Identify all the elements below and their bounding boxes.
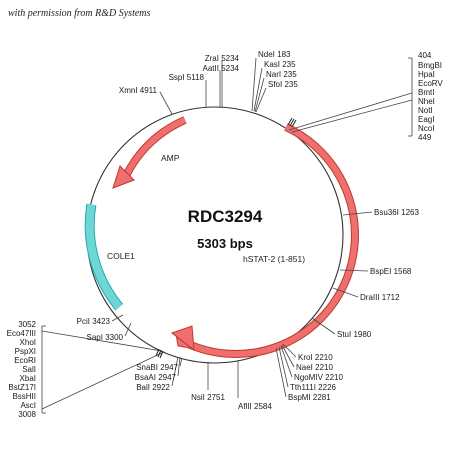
mcs-left-item: 3008 — [18, 410, 36, 419]
cole1-feature — [85, 203, 123, 310]
mcs-left-item: PspXI — [15, 347, 36, 356]
mcs-right-item: NheI — [418, 97, 435, 106]
hstat2-feature — [184, 124, 358, 357]
site-kroi: KroI 2210 — [298, 353, 333, 362]
mcs-right-item: 404 — [418, 51, 432, 60]
site-leader-lines — [41, 57, 413, 410]
mcs-left-item: BssHII — [12, 392, 36, 401]
permission-note: with permission from R&D Systems — [8, 8, 151, 19]
amp-feature — [123, 117, 187, 178]
site-sapi: SapI 3300 — [87, 333, 124, 342]
cole1-label: COLE1 — [107, 251, 135, 261]
mcs-left-item: XhoI — [20, 338, 36, 347]
site-bspei: BspEI 1568 — [370, 267, 412, 276]
mcs-right-item: NcoI — [418, 124, 434, 133]
mcs-right-item: 449 — [418, 133, 432, 142]
mcs-left-bracket — [41, 325, 46, 414]
mcs-right-item: EcoRV — [418, 79, 443, 88]
mcs-right-list: 404 BmgBI HpaI EcoRV BmtI NheI NotI EagI… — [418, 51, 443, 142]
site-bali: BalI 2922 — [136, 383, 170, 392]
mcs-left-item: AscI — [20, 401, 36, 410]
plasmid-backbone — [86, 106, 344, 364]
amp-label: AMP — [161, 153, 180, 163]
mcs-left-list: 3052 Eco47III XhoI PspXI EcoRI SalI XbaI… — [7, 320, 37, 419]
site-stui: StuI 1980 — [337, 330, 372, 339]
mcs-left-hatch — [155, 348, 164, 359]
hstat2-label: hSTAT-2 (1-851) — [243, 254, 305, 264]
site-tth111i: Tth111I 2226 — [290, 383, 337, 392]
site-zrai: ZraI 5234 — [205, 54, 240, 63]
site-naei: NaeI 2210 — [296, 363, 333, 372]
mcs-left-item: XbaI — [20, 374, 36, 383]
amp-feature-edge — [122, 116, 187, 178]
site-aflii: AflII 2584 — [238, 402, 272, 411]
mcs-right-item: HpaI — [418, 70, 435, 79]
site-sspi: SspI 5118 — [169, 73, 205, 82]
mcs-right-item: NotI — [418, 106, 433, 115]
site-ngomiv: NgoMIV 2210 — [294, 373, 343, 382]
site-nsii: NsiI 2751 — [191, 393, 225, 402]
site-kasi: KasI 235 — [264, 60, 296, 69]
amp-arrowhead — [112, 165, 135, 189]
mcs-right-item: EagI — [418, 115, 434, 124]
plasmid-name: RDC3294 — [188, 207, 263, 226]
plasmid-size: 5303 bps — [197, 236, 253, 251]
site-bsu36i: Bsu36I 1263 — [374, 208, 419, 217]
site-bsaai: BsaAI 2947 — [135, 373, 177, 382]
site-pcii: PciI 3423 — [77, 317, 111, 326]
mcs-left-item: SalI — [22, 365, 36, 374]
site-sfoi: SfoI 235 — [268, 80, 298, 89]
mcs-right-item: BmtI — [418, 88, 434, 97]
mcs-right-hatch — [287, 117, 297, 128]
mcs-right-item: BmgBI — [418, 61, 442, 70]
site-xmni: XmnI 4911 — [119, 86, 158, 95]
mcs-left-item: BstZ17I — [8, 383, 36, 392]
site-snabi: SnaBI 2947 — [136, 363, 178, 372]
hstat2-arrowhead — [170, 325, 195, 352]
mcs-right-bracket — [408, 57, 413, 137]
mcs-left-item: 3052 — [18, 320, 36, 329]
mcs-left-item: Eco47III — [7, 329, 36, 338]
site-draiii: DraIII 1712 — [360, 293, 400, 302]
site-bspmi: BspMI 2281 — [288, 393, 331, 402]
site-nari: NarI 235 — [266, 70, 297, 79]
site-ndei: NdeI 183 — [258, 50, 291, 59]
mcs-left-item: EcoRI — [14, 356, 36, 365]
site-aatii: AatII 5234 — [203, 64, 240, 73]
